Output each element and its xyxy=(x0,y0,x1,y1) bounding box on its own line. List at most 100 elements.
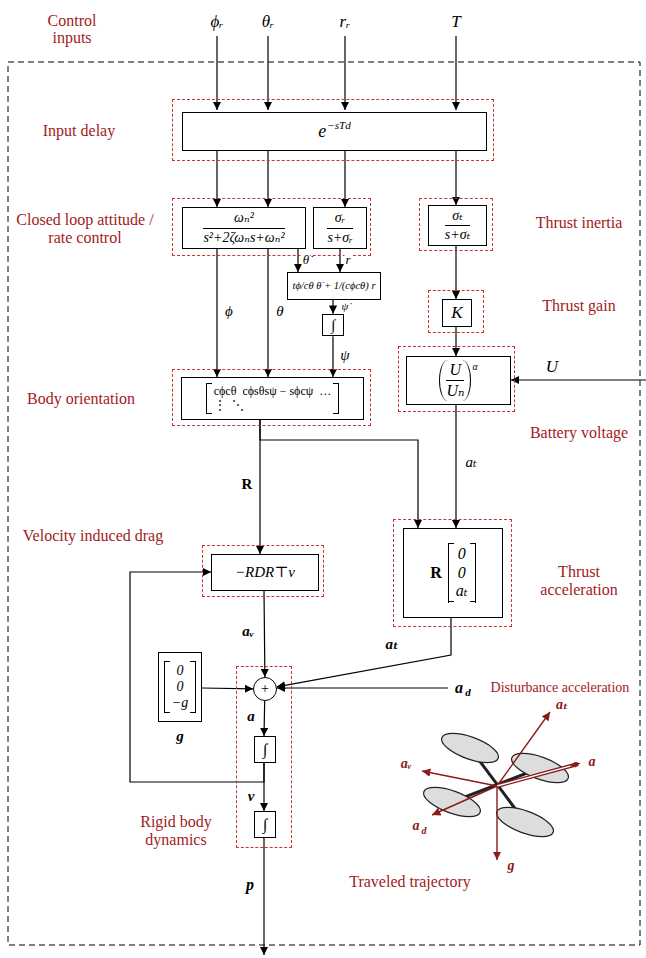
math-expression: e−sTd xyxy=(318,122,351,142)
signal-connector xyxy=(263,701,265,736)
math-expression: + xyxy=(261,681,269,696)
math-expression: σᵣ s+σᵣ xyxy=(327,210,352,245)
fraction-bar xyxy=(203,228,284,229)
vector-entry: −g xyxy=(172,695,188,711)
signal-wire xyxy=(263,837,264,955)
group-box: Battery voltageUUₙα xyxy=(398,346,515,412)
signal-connector xyxy=(455,405,456,528)
signal-connector xyxy=(332,336,333,377)
numerator: ωₙ² xyxy=(234,210,254,226)
block-box: UUₙα xyxy=(406,356,511,405)
drone-illustration xyxy=(420,712,580,860)
signal-connector xyxy=(455,327,456,356)
signal-connector xyxy=(216,249,217,377)
signal-subscript: d xyxy=(464,687,472,699)
math-expression: R00aₜ xyxy=(430,543,476,602)
signal-connector xyxy=(202,687,253,689)
group-heading: Thrust acceleration xyxy=(524,563,634,600)
block-box: ∫ xyxy=(254,811,276,838)
signal-label: ψ̇ xyxy=(341,301,350,313)
group-box: Thrust accelerationR00aₜ xyxy=(393,519,512,627)
matrix-row: cϕcθ cϕsθsψ − sϕcψ … xyxy=(214,385,332,399)
signal-name: p xyxy=(245,877,255,894)
input-signal: T xyxy=(450,13,461,31)
numerator: U xyxy=(450,361,462,379)
math-expression: ωₙ² s²+2ζωₙs+ωₙ² xyxy=(203,210,284,245)
numerator: σₜ xyxy=(452,208,462,224)
block-text: ∫ xyxy=(263,741,267,759)
drone-illustration xyxy=(497,766,572,786)
group-heading: Thrust inertia xyxy=(529,214,629,232)
signal-label: ϕ xyxy=(224,304,234,320)
math-expression: ∫ xyxy=(331,317,335,334)
drone-illustration xyxy=(438,727,502,768)
force-label: a xyxy=(588,755,597,770)
force-label: aₜ xyxy=(555,698,569,713)
fraction: σᵣ s+σᵣ xyxy=(327,210,352,245)
column-vector: 00aₜ xyxy=(448,543,476,602)
denominator: s²+2ζωₙs+ωₙ² xyxy=(203,230,284,246)
signal-connector xyxy=(297,249,298,272)
numerator: σᵣ xyxy=(335,210,345,226)
group-box: Thrust inertiaσₜs+σₜ xyxy=(419,198,493,251)
block-box: K xyxy=(442,299,472,327)
signal-wire xyxy=(217,36,646,955)
signal-label: θ xyxy=(275,304,284,320)
outer-frame xyxy=(8,62,640,945)
section-caption: Traveled trajectory xyxy=(348,874,472,891)
math-expression: σₜs+σₜ xyxy=(445,208,470,243)
denominator: Uₙ xyxy=(446,382,464,400)
math-exponent: −sTd xyxy=(327,119,351,131)
drone-illustration xyxy=(570,763,580,766)
column-vector: 00−g xyxy=(164,661,196,713)
math-expression: ∫ xyxy=(263,741,267,759)
drone-illustration xyxy=(493,801,557,842)
math-base: e xyxy=(318,122,326,142)
signal-wire xyxy=(511,379,646,380)
sum-junction: + xyxy=(253,677,277,701)
block-box: 00−g xyxy=(158,652,202,722)
section-caption: Disturbance acceleration xyxy=(490,681,631,696)
vector-entry: 0 xyxy=(176,679,183,695)
input-signal: rᵣ xyxy=(339,13,352,31)
denominator: s+σᵣ xyxy=(327,230,352,246)
group-box: Body orientationcϕcθ cϕsθsψ − sϕcψ …⋮ ⋱ xyxy=(172,369,371,426)
signal-label: θ̇ xyxy=(302,253,310,267)
drone-illustration xyxy=(420,781,484,822)
force-label: g xyxy=(507,859,516,874)
group-heading: Input delay xyxy=(34,122,124,140)
drone-illustration xyxy=(497,764,578,786)
fraction: U Uₙ xyxy=(446,361,464,401)
section-caption: Control inputs xyxy=(26,13,118,47)
vector-entry: 0 xyxy=(458,564,466,582)
signal-name: a xyxy=(454,680,464,697)
drone-illustration xyxy=(432,786,497,815)
signal-label: R xyxy=(241,477,254,493)
block-text: K xyxy=(451,304,462,323)
input-signal: θᵣ xyxy=(261,13,276,31)
math-expression: ∫ xyxy=(263,816,267,834)
math-expression: −RDR⊤v xyxy=(235,564,295,581)
signal-label: ψ xyxy=(339,348,350,364)
vector-entry: 0 xyxy=(176,663,183,679)
matrix-bracket: cϕcθ cϕsθsψ − sϕcψ …⋮ ⋱ xyxy=(206,383,340,415)
group-box: Velocity induced drag−RDR⊤v xyxy=(202,545,324,597)
signal-label: g xyxy=(175,729,185,745)
fraction: ωₙ² s²+2ζωₙs+ωₙ² xyxy=(203,210,284,245)
fraction-bar xyxy=(327,228,352,229)
rotation-matrix: R xyxy=(430,564,442,582)
force-label: aᵥ xyxy=(400,757,413,772)
group-box: Closed loop attitude / rate controlωₙ²s²… xyxy=(172,198,371,256)
block-box: e−sTd xyxy=(182,112,487,151)
vector-entry: 0 xyxy=(458,545,466,563)
vector-entry: aₜ xyxy=(456,582,468,600)
signal-connector xyxy=(277,618,451,687)
outer-frame xyxy=(8,62,640,945)
fraction-bar xyxy=(445,225,470,226)
block-text: + xyxy=(261,681,269,696)
signal-wire xyxy=(277,687,448,688)
signal-label: r xyxy=(344,253,351,267)
math-expression: 00−g xyxy=(164,661,196,713)
